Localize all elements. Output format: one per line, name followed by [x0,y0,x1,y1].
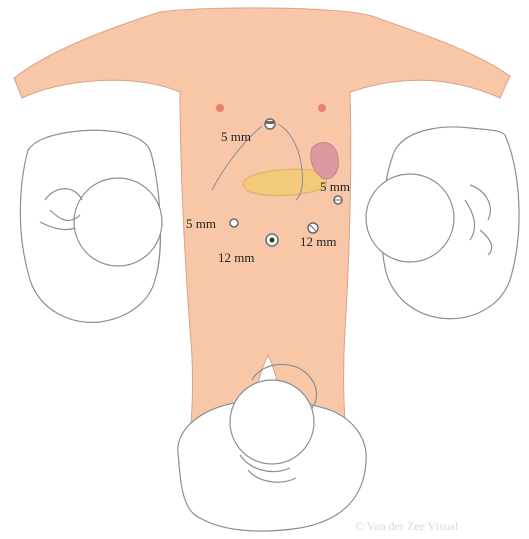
port-label: 5 mm [186,216,216,231]
nipple-right-marker [216,104,224,112]
nipple-left-marker [318,104,326,112]
assistant-left [20,130,162,322]
trocar-icon [334,196,342,204]
trocar-icon [230,219,238,227]
camera-port-icon [266,234,278,246]
trocar-icon [265,119,275,129]
copyright-watermark: © Van der Zee Visual [355,519,459,533]
port-label: 12 mm [218,250,254,265]
port-label: 5 mm [221,129,251,144]
assistant-right [366,127,519,319]
trocar-icon [308,223,318,233]
port-label: 5 mm [320,179,350,194]
port-label: 12 mm [300,234,336,249]
